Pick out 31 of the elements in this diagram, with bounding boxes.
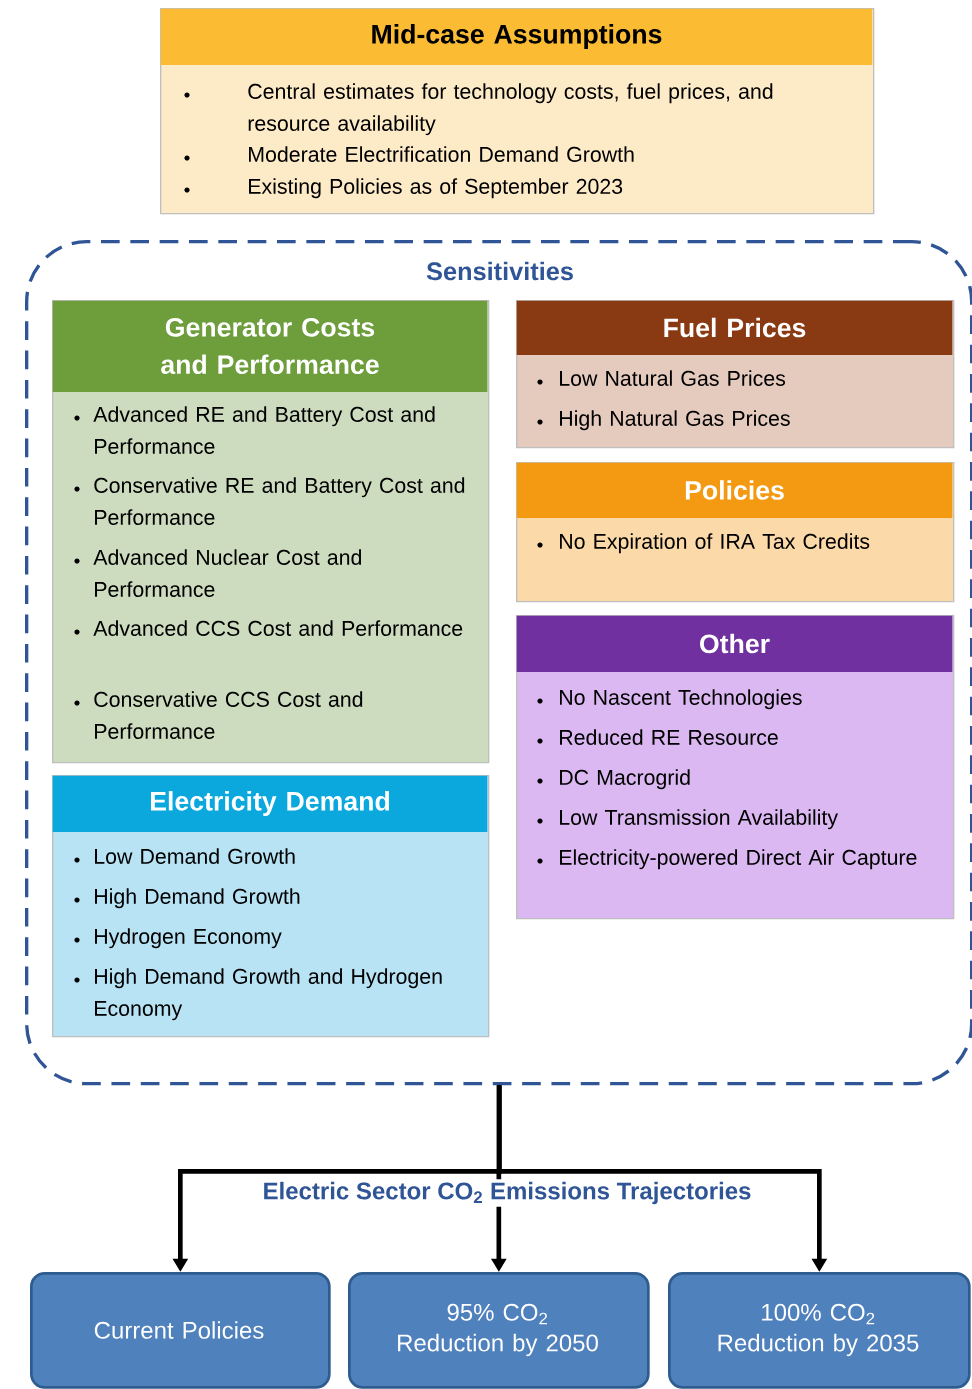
scenario-box: Current Policies	[30, 1272, 331, 1389]
panel-heading: Policies	[685, 480, 784, 500]
bullet-item: Conservative CCS Cost and Performance	[74, 691, 363, 739]
bullet-item: No Nascent Technologies	[537, 689, 802, 710]
bullet-item: Reduced RE Resource	[537, 729, 778, 745]
bullet-item: Advanced Nuclear Cost and Performance	[74, 549, 361, 597]
bullet-item: High Demand Growth and Hydrogen Economy	[74, 968, 442, 1021]
bullet-item: DC Macrogrid	[537, 769, 690, 790]
bullet-item: Low Natural Gas Prices	[537, 370, 786, 386]
bullet-item: Advanced RE and Battery Cost and Performance	[74, 406, 435, 454]
group-heading: Sensitivities	[426, 261, 573, 281]
scenario-box: 95% CO$_{2}$ Reduction by 2050	[348, 1272, 650, 1389]
panel-heading: Electricity Demand	[151, 791, 389, 816]
bullet-item: No Expiration of IRA Tax Credits	[537, 533, 870, 554]
panel-heading: Mid-case Assumptions	[372, 24, 662, 49]
bullet-item: Central estimates for technology costs, fuel prices, and resource availability	[184, 83, 773, 136]
bullet-item: High Natural Gas Prices	[537, 410, 790, 431]
panel-heading: Other	[700, 633, 770, 654]
bullet-item: Electricity-powered Direct Air Capture	[537, 849, 917, 870]
bullet-item: Low Transmission Availability	[537, 809, 838, 830]
bullet-item: High Demand Growth	[74, 888, 300, 909]
scenario-box: 100% CO$_{2}$ Reduction by 2035	[668, 1272, 971, 1389]
bullet-item: Hydrogen Economy	[74, 928, 282, 949]
bullet-item: Moderate Electrification Demand Growth	[184, 146, 634, 162]
bullet-item: Low Demand Growth	[74, 848, 295, 864]
bullet-item: Existing Policies as of September 2023	[184, 178, 623, 199]
bullet-item: Conservative RE and Battery Cost and Performance	[74, 477, 465, 525]
panel-heading: Generator Costs and Performance	[161, 317, 379, 375]
bullet-item: Advanced CCS Cost and Performance	[74, 620, 463, 636]
trajectory-heading: Electric Sector CO$_{2}$ Emissions Trajectories	[259, 1179, 755, 1207]
panel-heading: Fuel Prices	[664, 317, 806, 338]
